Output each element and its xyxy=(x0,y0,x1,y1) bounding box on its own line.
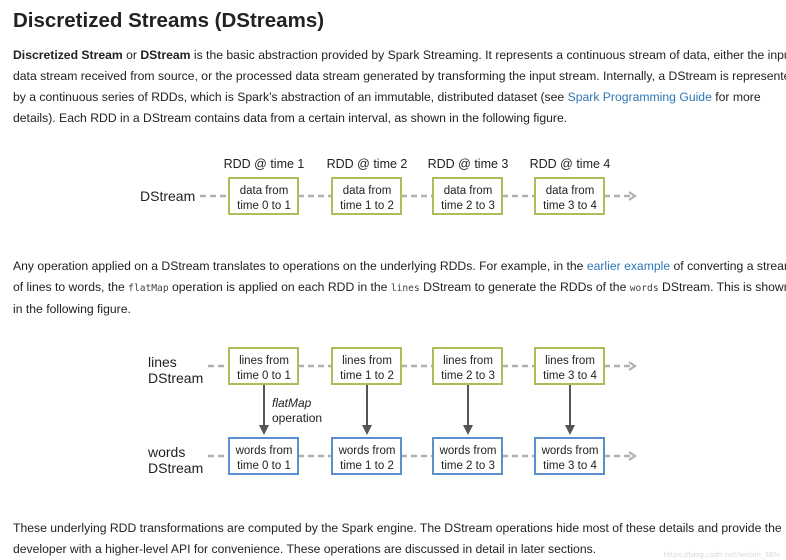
rdd-text: words from xyxy=(439,445,497,457)
words-rdd-box-2: words from time 1 to 2 xyxy=(331,437,402,475)
bold-term: Discretized Stream xyxy=(13,48,123,62)
code-flatmap: flatMap xyxy=(128,283,169,294)
text-span: of converting a stream xyxy=(670,259,786,273)
rdd-header: RDD @ time 1 xyxy=(224,157,305,171)
text-span: DStream. This is shown xyxy=(658,280,786,294)
flatmap-figure: lines DStream words DStream flatMap oper… xyxy=(147,347,637,476)
intro-paragraph: Discretized Stream or DStream is the bas… xyxy=(13,45,786,129)
words-rdd-box-3: words from time 2 to 3 xyxy=(432,437,503,475)
rdd-text: lines from xyxy=(443,355,493,367)
text-span: of lines to words, the xyxy=(13,280,129,294)
rdd-text: time 1 to 2 xyxy=(340,200,394,212)
watermark: https://blog.csdn.net/weixin_38% xyxy=(663,551,780,559)
rdd-header: RDD @ time 3 xyxy=(428,157,509,171)
paragraph-line: of lines to words, the flatMap operation… xyxy=(13,277,786,299)
closing-paragraph: These underlying RDD transformations are… xyxy=(13,518,782,560)
rdd-text: data from xyxy=(343,185,392,197)
code-words: words xyxy=(629,283,659,294)
rdd-box-3: RDD @ time 3 data from time 2 to 3 xyxy=(428,157,509,215)
rdd-header: RDD @ time 4 xyxy=(530,157,611,171)
words-rdd-box-1: words from time 0 to 1 xyxy=(228,437,299,475)
text-span: DStream to generate the RDDs of the xyxy=(419,280,630,294)
paragraph-line: These underlying RDD transformations are… xyxy=(13,521,782,535)
text-span: or xyxy=(122,48,141,62)
rdd-text: time 2 to 3 xyxy=(441,370,495,382)
rdd-text: time 1 to 2 xyxy=(340,370,394,382)
rdd-box-4: RDD @ time 4 data from time 3 to 4 xyxy=(530,157,611,215)
dstream-figure: DStream RDD @ time 1 data from time 0 to… xyxy=(140,157,637,215)
rdd-text: data from xyxy=(444,185,493,197)
rdd-text: time 0 to 1 xyxy=(237,200,291,212)
paragraph-line: details). Each RDD in a DStream contains… xyxy=(13,111,568,125)
rdd-text: time 2 to 3 xyxy=(441,460,495,472)
paragraph-line: developer with a higher-level API for co… xyxy=(13,542,597,556)
rdd-box-2: RDD @ time 2 data from time 1 to 2 xyxy=(327,157,408,215)
paragraph-line: Any operation applied on a DStream trans… xyxy=(13,256,786,277)
text-span: by a continuous series of RDDs, which is… xyxy=(13,90,568,104)
rdd-text: lines from xyxy=(545,355,595,367)
lines-rdd-box-1: lines from time 0 to 1 xyxy=(228,347,299,385)
words-dstream-label: words DStream xyxy=(147,444,203,476)
rdd-text: data from xyxy=(546,185,595,197)
paragraph-line: by a continuous series of RDDs, which is… xyxy=(13,87,775,108)
text-span: for more xyxy=(711,90,761,104)
paragraph-line: Discretized Stream or DStream is the bas… xyxy=(13,45,786,66)
lines-rdd-box-3: lines from time 2 to 3 xyxy=(432,347,503,385)
spark-programming-guide-link[interactable]: Spark Programming Guide xyxy=(567,90,712,104)
text-span: operation is applied on each RDD in the xyxy=(168,280,391,294)
text-span: Any operation applied on a DStream trans… xyxy=(13,259,587,273)
paragraph-line: in the following figure. xyxy=(13,302,131,316)
rdd-text: time 0 to 1 xyxy=(237,370,291,382)
rdd-text: time 0 to 1 xyxy=(237,460,291,472)
words-rdd-box-4: words from time 3 to 4 xyxy=(534,437,605,475)
rdd-text: words from xyxy=(541,445,599,457)
rdd-text: time 1 to 2 xyxy=(340,460,394,472)
text-span: is the basic abstraction provided by Spa… xyxy=(190,48,786,62)
rdd-text: time 2 to 3 xyxy=(441,200,495,212)
bold-term: DStream xyxy=(140,48,191,62)
rdd-box-1: RDD @ time 1 data from time 0 to 1 xyxy=(224,157,305,215)
lines-rdd-box-4: lines from time 3 to 4 xyxy=(534,347,605,385)
earlier-example-link[interactable]: earlier example xyxy=(586,259,671,273)
rdd-text: lines from xyxy=(239,355,289,367)
rdd-text: time 3 to 4 xyxy=(543,460,597,472)
rdd-text: data from xyxy=(240,185,289,197)
dstream-label: DStream xyxy=(140,188,195,204)
operation-paragraph: Any operation applied on a DStream trans… xyxy=(13,256,786,320)
lines-dstream-label: lines DStream xyxy=(148,354,203,386)
lines-rdd-box-2: lines from time 1 to 2 xyxy=(331,347,402,385)
code-lines: lines xyxy=(390,283,420,294)
rdd-text: time 3 to 4 xyxy=(543,370,597,382)
flatmap-operation-label: flatMap operation xyxy=(272,396,322,425)
rdd-text: words from xyxy=(338,445,396,457)
rdd-text: lines from xyxy=(342,355,392,367)
rdd-text: time 3 to 4 xyxy=(543,200,597,212)
rdd-text: words from xyxy=(235,445,293,457)
page-title: Discretized Streams (DStreams) xyxy=(13,9,325,32)
paragraph-line: data stream received from source, or the… xyxy=(13,69,786,83)
rdd-header: RDD @ time 2 xyxy=(327,157,408,171)
